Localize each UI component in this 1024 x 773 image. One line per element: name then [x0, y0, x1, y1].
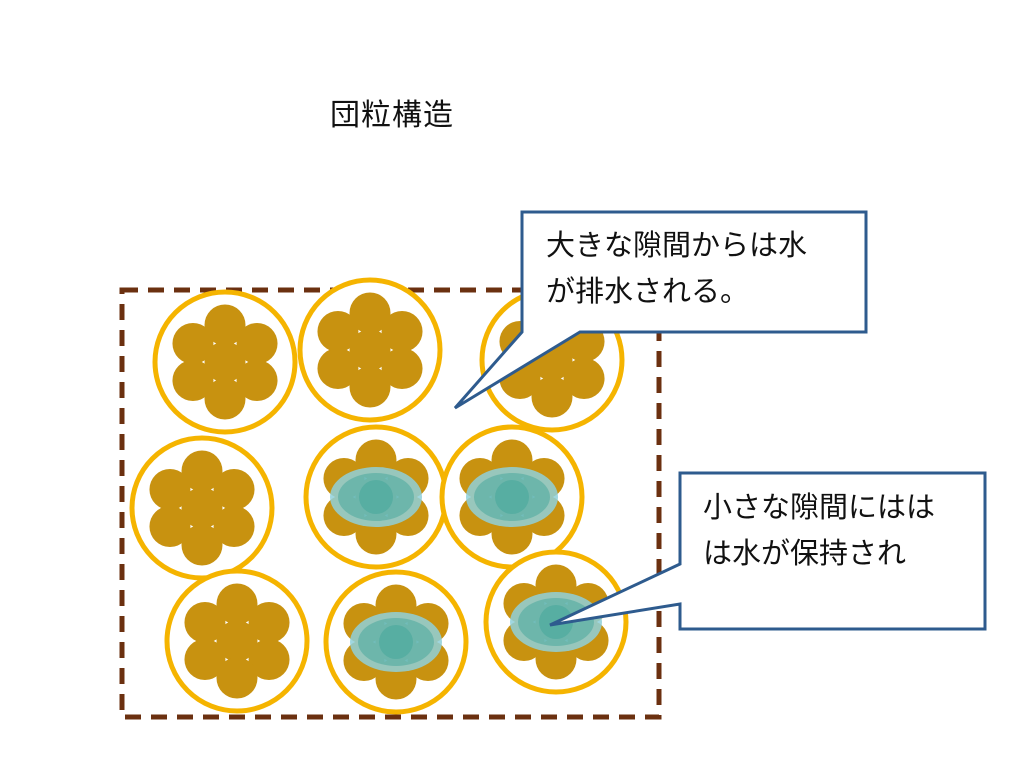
- soil-particle: [181, 450, 223, 492]
- soil-particle: [381, 311, 423, 352]
- aggregate-r3c1: [164, 568, 310, 714]
- callout-large-gaps-line-2: が排水される。: [546, 274, 750, 308]
- soil-particle: [204, 341, 246, 383]
- soil-particle: [531, 376, 573, 418]
- aggregate-r2c1: [129, 435, 275, 581]
- soil-particle: [184, 639, 226, 680]
- soil-particle: [204, 378, 246, 420]
- callout-large-gaps-text: 大きな隙間からは水 が排水される。: [546, 222, 807, 314]
- callout-large-gaps-line-1: 大きな隙間からは水: [546, 228, 808, 262]
- aggregate-r2c2: [303, 424, 449, 570]
- aggregate-r2c3: [439, 424, 585, 570]
- soil-particle: [349, 292, 391, 334]
- callout-large-gaps-box: [453, 210, 868, 410]
- retained-water-center: [495, 480, 529, 514]
- soil-particle: [381, 348, 423, 389]
- soil-particle: [317, 348, 359, 389]
- aggregate-r3c2: [323, 569, 469, 715]
- aggregate-r1c2: [297, 277, 443, 423]
- soil-particle: [248, 639, 290, 680]
- soil-particle: [172, 360, 214, 401]
- soil-particle: [236, 323, 278, 364]
- soil-particle: [216, 620, 258, 662]
- callout-small-gaps-line-1: 小さな隙間にはは: [703, 490, 936, 524]
- page-title: 団粒構造: [330, 98, 454, 133]
- retained-water-center: [379, 625, 413, 659]
- soil-particle: [216, 583, 258, 625]
- soil-particle: [563, 358, 605, 399]
- callout-small-gaps-line-2: は水が保持され: [703, 536, 907, 570]
- soil-particle: [216, 657, 258, 699]
- soil-particle: [213, 506, 255, 547]
- soil-particle: [149, 506, 191, 547]
- aggregates-group: [129, 277, 629, 715]
- soil-particle: [236, 360, 278, 401]
- soil-particle: [248, 602, 290, 643]
- soil-particle: [149, 469, 191, 510]
- soil-particle: [349, 366, 391, 408]
- soil-particle: [213, 469, 255, 510]
- retained-water-center: [359, 480, 393, 514]
- soil-particle: [349, 329, 391, 371]
- aggregate-r1c1: [152, 289, 298, 435]
- callout-small-gaps-text: 小さな隙間にはは は水が保持され: [703, 484, 935, 576]
- soil-particle: [181, 524, 223, 566]
- soil-particle: [204, 304, 246, 346]
- callout-small-gaps-box: [549, 471, 987, 631]
- soil-particle: [172, 323, 214, 364]
- soil-particle: [181, 487, 223, 529]
- soil-particle: [184, 602, 226, 643]
- soil-particle: [317, 311, 359, 352]
